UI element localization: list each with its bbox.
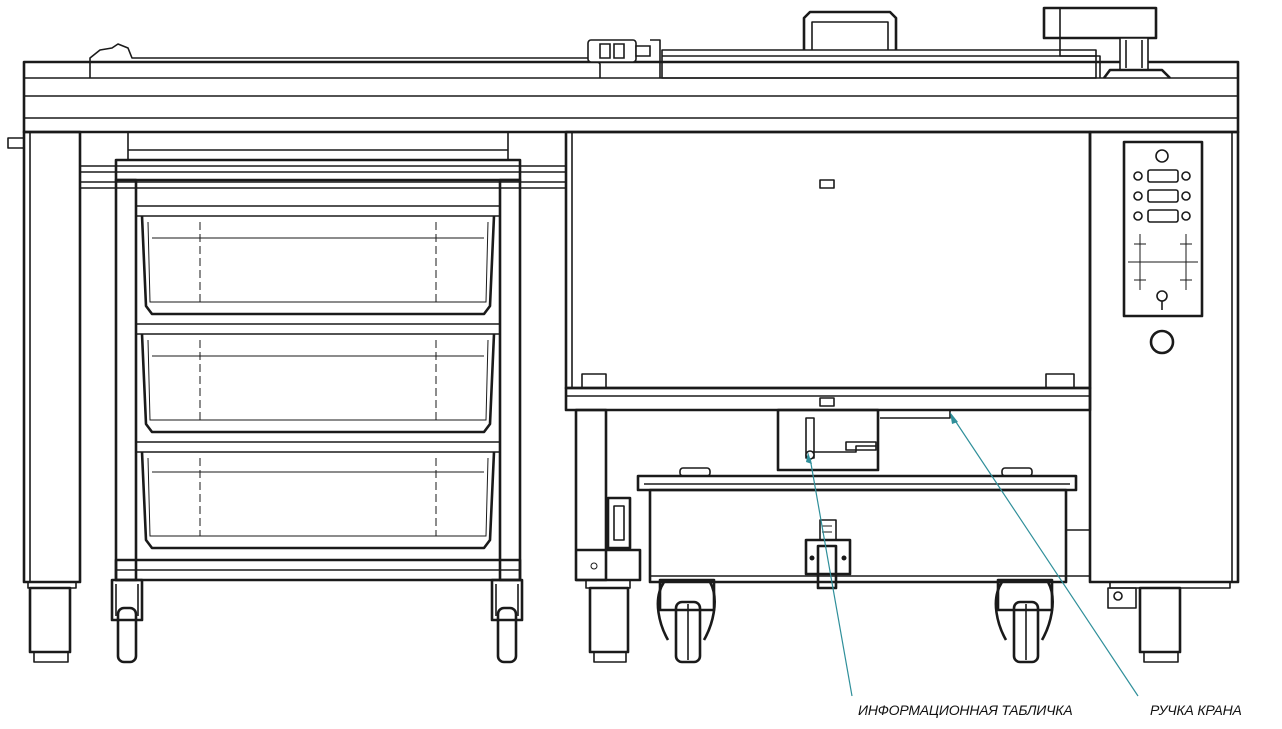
trolley-bin-1 [136,206,500,314]
callout-tap-handle: РУЧКА КРАНА [1150,702,1242,718]
trolley-castor-right [492,580,522,662]
leader-lines [806,412,1138,696]
cabinet-inner-leg [576,410,640,662]
drain-cart [638,468,1090,588]
trolley-castor-left [112,580,142,662]
worktop-fixtures [90,8,1170,78]
emergency-button [1151,331,1173,353]
callout-information-plate: ИНФОРМАЦИОННАЯ ТАБЛИЧКА [858,702,1073,718]
trolley-bin-2 [136,324,500,432]
cart-castor-left [658,580,715,662]
tap-handle [880,410,950,418]
shelf-trolley [80,132,566,580]
central-cabinet [566,132,1090,410]
control-panel [1124,142,1202,316]
worktop [8,62,1238,148]
left-leg [24,132,80,662]
information-plate [778,410,878,470]
right-control-tower [1090,132,1238,662]
trolley-bin-3 [136,442,500,548]
cart-castor-right [996,580,1053,662]
